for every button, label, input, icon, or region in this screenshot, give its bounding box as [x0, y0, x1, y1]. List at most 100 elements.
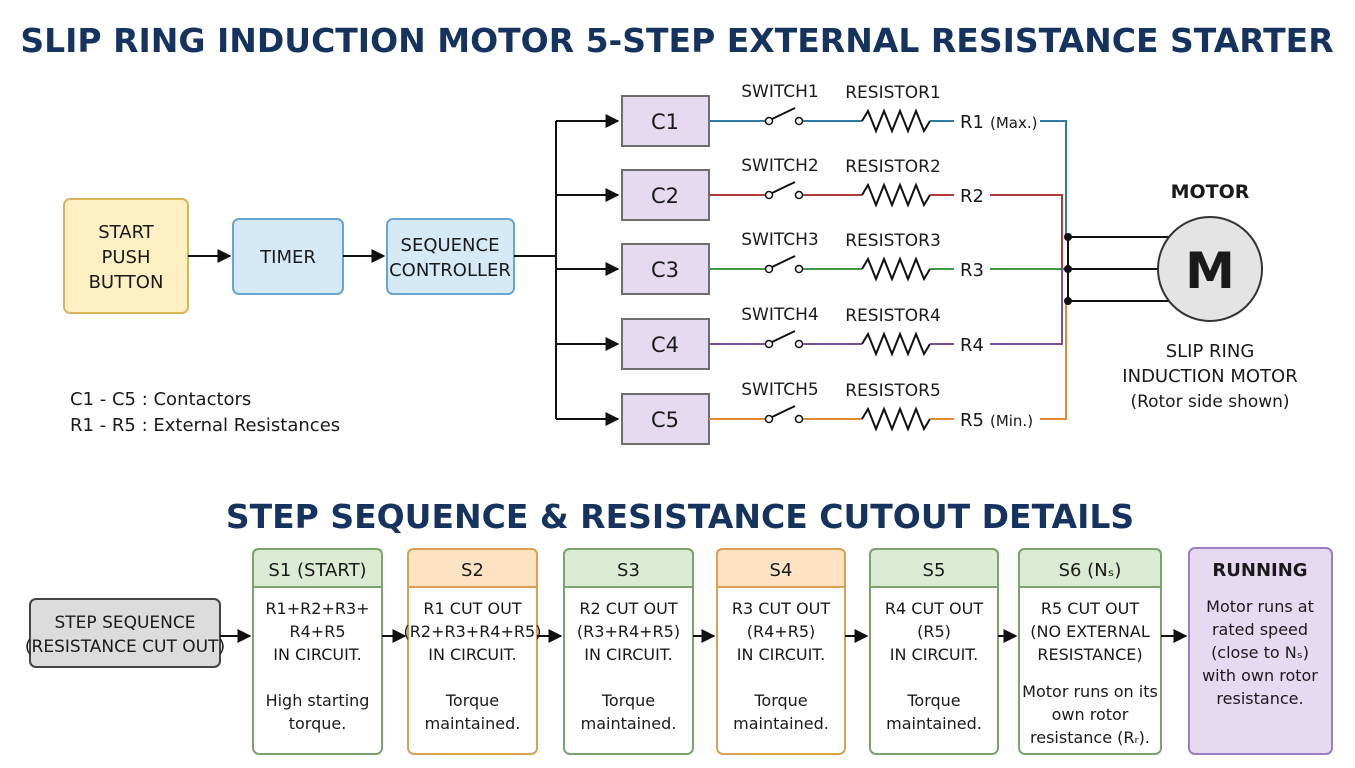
- step-card-header: [407, 548, 538, 588]
- step-note-2: maintained.: [425, 714, 521, 733]
- contactor-box: [621, 169, 710, 221]
- resistor-label: RESISTOR1: [845, 83, 941, 103]
- r-label: R1 (Max.): [960, 112, 1037, 133]
- step-title: S3: [617, 560, 640, 581]
- step-card-header: [869, 548, 999, 588]
- switch-contact-left: [764, 190, 774, 200]
- switch-blade: [771, 330, 796, 343]
- switch-blade: [771, 181, 796, 194]
- step-note-3: resistance (Rᵣ).: [1030, 728, 1150, 747]
- junction-dot-3: [1064, 297, 1072, 305]
- running-block: RUNNING Motor runs at rated speed (close…: [1188, 547, 1333, 755]
- step-card-6: S6 (Nₛ)R5 CUT OUT(NO EXTERNALRESISTANCE)…: [1018, 548, 1162, 755]
- switch-contact-left: [764, 116, 774, 126]
- legend-resistances: R1 - R5 : External Resistances: [70, 415, 340, 436]
- resistor-zigzag: [861, 256, 931, 282]
- step-line-3: IN CIRCUIT.: [890, 645, 979, 664]
- contactor-label: C3: [651, 258, 679, 282]
- resistor-zigzag: [861, 331, 931, 357]
- step-title: S4: [770, 560, 793, 581]
- running-line3: (close to Nₛ): [1211, 643, 1309, 662]
- step-note-2: torque.: [289, 714, 347, 733]
- motor-header: MOTOR: [1171, 181, 1250, 203]
- resistor-label: RESISTOR5: [845, 381, 941, 401]
- wire-to-motor: [1040, 120, 1067, 237]
- resistor-zigzag: [861, 406, 931, 432]
- step-line-1: R5 CUT OUT: [1041, 599, 1139, 618]
- switch-blade: [771, 107, 796, 120]
- motor-caption-line2: INDUCTION MOTOR: [1122, 366, 1297, 387]
- step-line-3: IN CIRCUIT.: [737, 645, 826, 664]
- resistor-zigzag: [861, 108, 931, 134]
- r-label: R3: [960, 260, 984, 281]
- r-label-name: R1: [960, 112, 984, 133]
- timer-block: TIMER: [232, 218, 344, 295]
- r-label: R5(Min.): [960, 410, 1033, 431]
- step-title: S2: [461, 560, 484, 581]
- motor-symbol: M: [1185, 242, 1235, 300]
- step-note-1: Torque: [601, 691, 655, 710]
- step-note-2: maintained.: [733, 714, 829, 733]
- switch-label: SWITCH1: [741, 82, 818, 102]
- legend-contactors: C1 - C5 : Contactors: [70, 389, 251, 410]
- wire-to-motor: [990, 194, 1068, 270]
- step-title: S6 (Nₛ): [1059, 560, 1122, 581]
- step-card-header: [563, 548, 694, 588]
- step-sequence-label-block: STEP SEQUENCE (RESISTANCE CUT OUT): [25, 598, 225, 668]
- step-line-1: R2 CUT OUT: [579, 599, 677, 618]
- r-label-name: R4: [960, 335, 984, 356]
- switch-label: SWITCH2: [741, 156, 818, 176]
- running-title: RUNNING: [1212, 560, 1307, 581]
- step-note-1: Torque: [906, 691, 960, 710]
- motor-caption-line3: (Rotor side shown): [1130, 392, 1289, 412]
- step-line-1: R3 CUT OUT: [732, 599, 830, 618]
- contactor-label: C1: [651, 110, 679, 134]
- r-label-note: (Max.): [990, 114, 1037, 132]
- running-line1: Motor runs at: [1206, 597, 1314, 616]
- section-subtitle: STEP SEQUENCE & RESISTANCE CUTOUT DETAIL…: [226, 497, 1134, 536]
- motor-block: MOTOR M SLIP RING INDUCTION MOTOR (Rotor…: [1122, 181, 1297, 412]
- r-label-name: R2: [960, 186, 984, 207]
- wire-to-motor: [1040, 301, 1067, 420]
- contactor-box: [621, 318, 710, 370]
- contactor-label: C4: [651, 333, 679, 357]
- r-label: R4: [960, 335, 984, 356]
- switch-label: SWITCH3: [741, 230, 818, 250]
- switch-contact-right: [794, 190, 804, 200]
- wire-to-motor: [990, 268, 1068, 345]
- motor-circle: [1157, 216, 1263, 322]
- start-label-line1: START: [98, 222, 155, 243]
- step-line-2: (R2+R3+R4+R5): [404, 622, 542, 641]
- step-card-header: [252, 548, 383, 588]
- switch-contact-left: [764, 264, 774, 274]
- r-label: R2: [960, 186, 984, 207]
- junction-dot-1: [1064, 233, 1072, 241]
- contactor-box: [621, 243, 710, 295]
- start-push-button-block: START PUSH BUTTON: [63, 198, 189, 314]
- step-card-header: [716, 548, 846, 588]
- switch-contact-right: [794, 339, 804, 349]
- resistor-label: RESISTOR2: [845, 157, 941, 177]
- step-note-1: High starting: [266, 691, 370, 710]
- step-line-3: IN CIRCUIT.: [273, 645, 362, 664]
- switch-contact-left: [764, 339, 774, 349]
- sequence-label-line2: (RESISTANCE CUT OUT): [25, 637, 225, 657]
- r-label-note: (Min.): [990, 412, 1033, 430]
- diagram-title: SLIP RING INDUCTION MOTOR 5-STEP EXTERNA…: [20, 21, 1333, 60]
- step-line-2: (R3+R4+R5): [577, 622, 680, 641]
- switch-contact-left: [764, 414, 774, 424]
- junction-dot-2: [1064, 265, 1072, 273]
- start-label-line2: PUSH: [102, 247, 151, 268]
- step-line-2: (NO EXTERNAL: [1030, 622, 1150, 641]
